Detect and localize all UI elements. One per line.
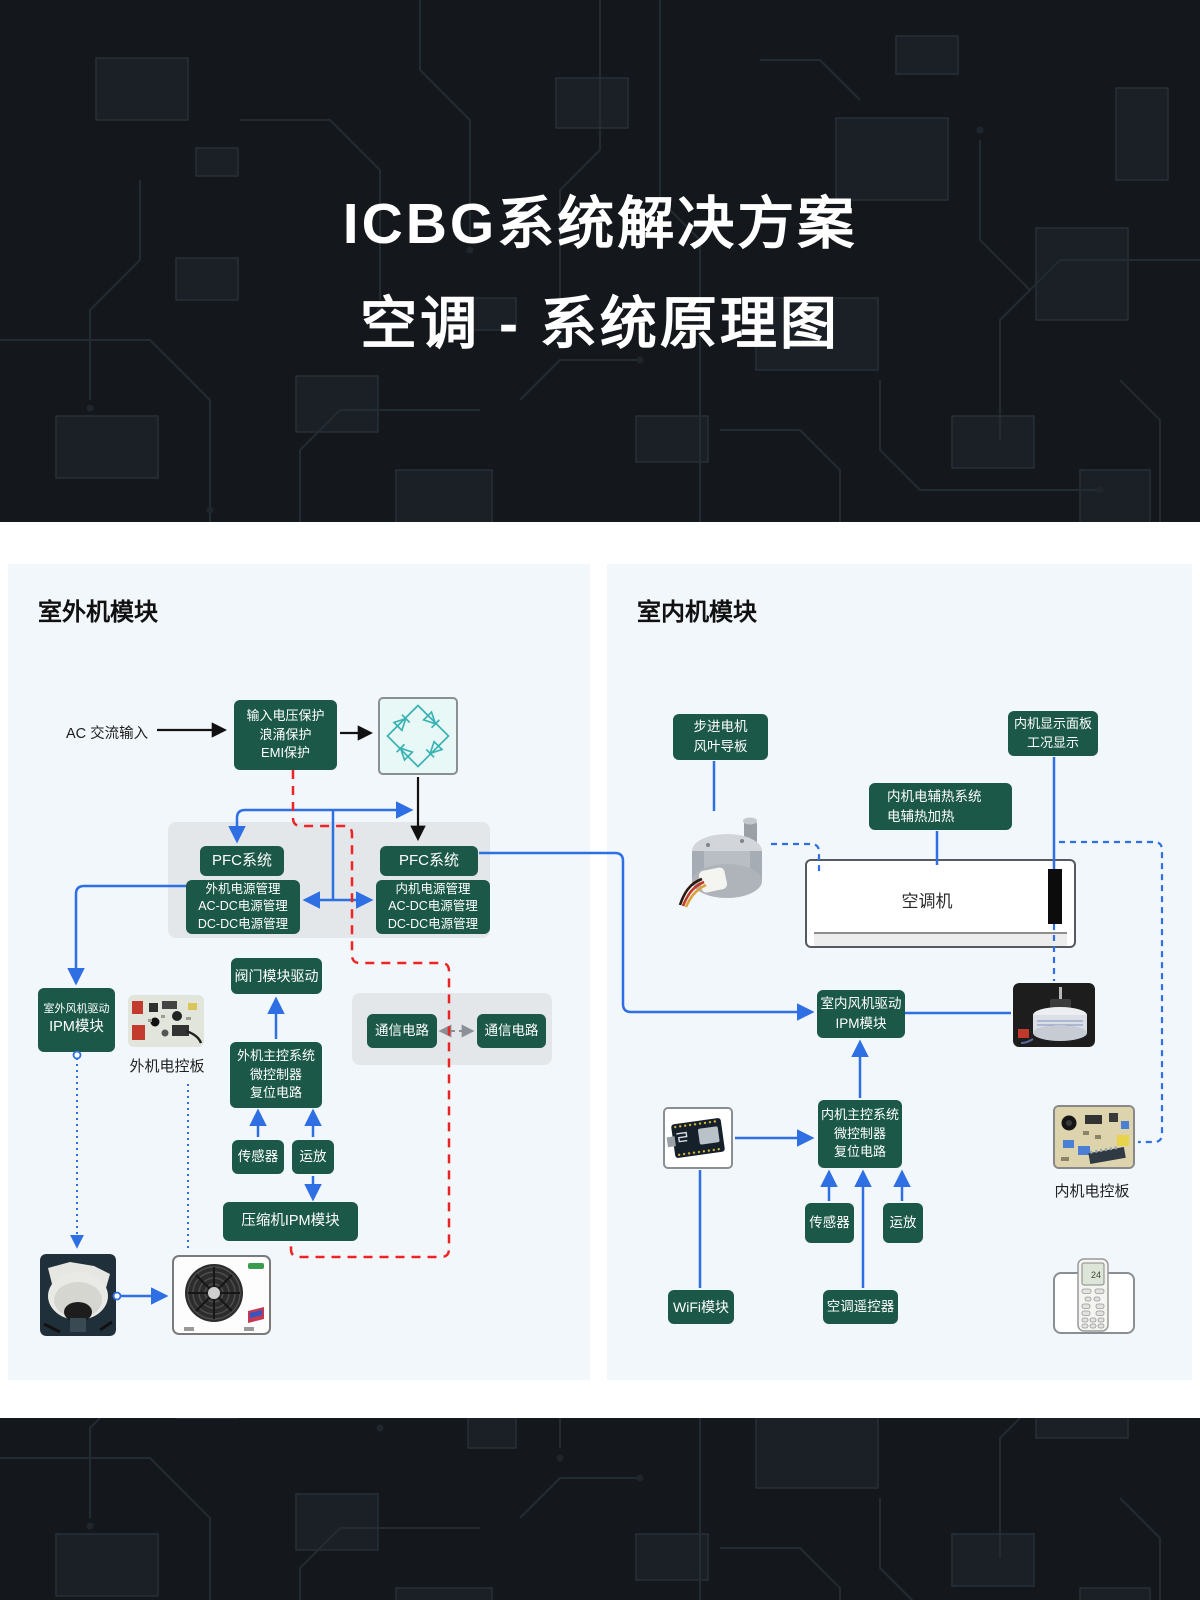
- compressor-ipm-box: 压缩机IPM模块: [223, 1202, 358, 1241]
- input-protection-box: 输入电压保护 浪涌保护 EMI保护: [234, 700, 337, 770]
- diode-bridge-icon: [382, 700, 454, 772]
- outdoor-opamp-box: 运放: [292, 1140, 334, 1174]
- wifi-module-photo: [663, 1107, 733, 1169]
- pfc-system-left-box: PFC系统: [200, 846, 284, 876]
- indoor-power-mgmt-box: 内机电源管理 AC-DC电源管理 DC-DC电源管理: [376, 880, 490, 934]
- outdoor-sensor-box: 传感器: [232, 1140, 284, 1174]
- indoor-sensor-box: 传感器: [805, 1203, 854, 1243]
- pfc-system-right-box: PFC系统: [380, 846, 478, 876]
- outdoor-heading: 室外机模块: [38, 599, 158, 626]
- comm-circuit-left-box: 通信电路: [367, 1014, 437, 1048]
- indoor-opamp-box: 运放: [883, 1203, 923, 1243]
- indoor-pcb-caption: 内机电控板: [1054, 1183, 1130, 1200]
- outdoor-fan-photo: [40, 1254, 116, 1336]
- stepper-motor-photo: [672, 813, 770, 908]
- stepper-motor-box: 步进电机 风叶导板: [673, 714, 768, 760]
- indoor-heading: 室内机模块: [637, 599, 757, 626]
- outdoor-power-mgmt-box: 外机电源管理 AC-DC电源管理 DC-DC电源管理: [186, 880, 300, 934]
- indoor-main-ctrl-box: 内机主控系统 微控制器 复位电路: [818, 1100, 902, 1168]
- header-banner: ICBG系统解决方案 空调 - 系统原理图: [0, 0, 1200, 522]
- ac-input-label: AC 交流输入: [66, 726, 149, 742]
- indoor-fan-ipm-box: 室内风机驱动 IPM模块: [817, 990, 905, 1038]
- outdoor-unit-photo: [172, 1255, 271, 1335]
- diagram-stage: 室外机模块 室内机模块 AC 交流输入 输入电压保护 浪涌保护 EMI保护 PF…: [0, 522, 1200, 1418]
- remote-control-photo: 24: [1077, 1258, 1109, 1332]
- remote-display-value: 24: [1091, 1270, 1101, 1280]
- wifi-module-box: WiFi模块: [668, 1290, 734, 1324]
- aircon-display-bar: [1048, 869, 1062, 924]
- aircon-unit-label: 空调机: [901, 892, 953, 911]
- remote-controller-box: 空调遥控器: [823, 1290, 898, 1324]
- footer-banner: [0, 1418, 1200, 1600]
- outdoor-pcb-caption: 外机电控板: [129, 1058, 205, 1075]
- aircon-unit-box: 空调机: [805, 859, 1076, 948]
- page-title-line2: 空调 - 系统原理图: [360, 292, 840, 356]
- circuit-board-background: [0, 0, 1200, 522]
- indoor-fan-motor-photo: [1013, 983, 1095, 1047]
- rectifier-bridge-box: [378, 697, 458, 775]
- comm-circuit-right-box: 通信电路: [477, 1014, 546, 1048]
- aux-heater-box: 内机电辅热系统 电辅热加热: [869, 783, 1012, 830]
- display-panel-box: 内机显示面板 工况显示: [1008, 711, 1098, 756]
- outdoor-main-ctrl-box: 外机主控系统 微控制器 复位电路: [230, 1042, 322, 1108]
- aircon-vent-strip: [814, 932, 1067, 946]
- indoor-control-board-photo: [1053, 1105, 1135, 1169]
- valve-driver-box: 阀门模块驱动: [231, 958, 322, 994]
- page-title-line1: ICBG系统解决方案: [342, 192, 858, 256]
- outdoor-control-board-photo: [128, 995, 204, 1047]
- outdoor-fan-ipm-box: 室外风机驱动 IPM模块: [38, 988, 115, 1052]
